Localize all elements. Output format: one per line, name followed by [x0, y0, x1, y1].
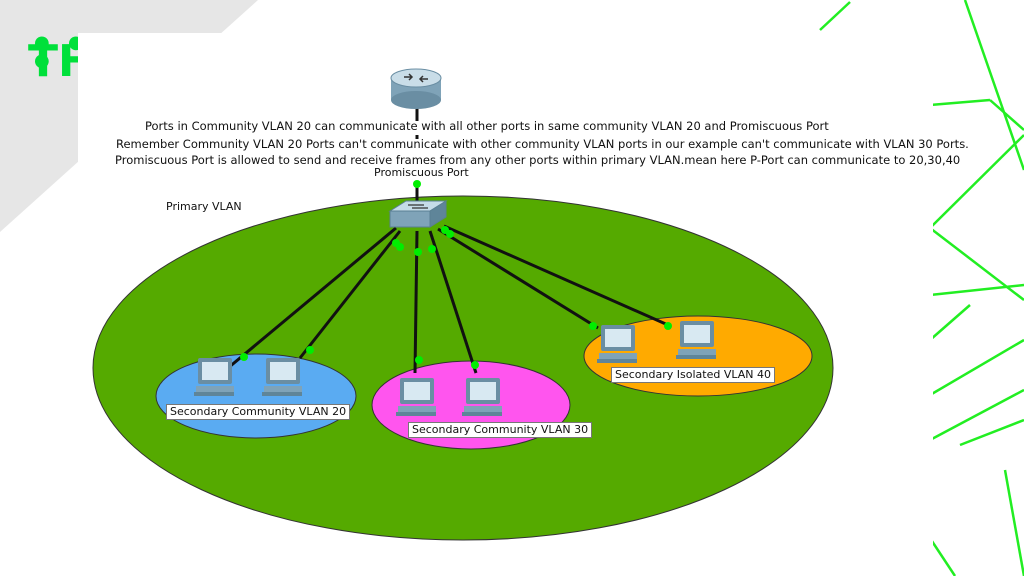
title-dots: ● ● ●	[34, 32, 90, 71]
pc-icon	[396, 378, 436, 416]
pc-icon	[676, 321, 716, 359]
pc-icon	[194, 358, 234, 396]
pc-icon	[597, 325, 637, 363]
note-promiscuous-port: Promiscuous Port is allowed to send and …	[115, 153, 961, 167]
note-community-isolation: Remember Community VLAN 20 Ports can't c…	[116, 137, 969, 151]
community-vlan-20-label: Secondary Community VLAN 20	[166, 404, 351, 420]
network-diagram-panel: Ports in Community VLAN 20 can communica…	[78, 33, 969, 576]
port-indicators	[240, 180, 672, 369]
promiscuous-port-label: Promiscuous Port	[374, 166, 469, 179]
pc-icon	[462, 378, 502, 416]
network-diagram	[92, 68, 834, 541]
community-vlan-20-ellipse	[155, 353, 357, 439]
pc-icon	[262, 358, 302, 396]
primary-vlan-label: Primary VLAN	[166, 200, 242, 213]
community-vlan-30-label: Secondary Community VLAN 30	[408, 422, 593, 438]
router-icon	[390, 68, 442, 109]
note-community-vlan-20: Ports in Community VLAN 20 can communica…	[145, 119, 829, 133]
switch-icon	[388, 200, 448, 228]
isolated-vlan-40-label: Secondary Isolated VLAN 40	[611, 367, 775, 383]
